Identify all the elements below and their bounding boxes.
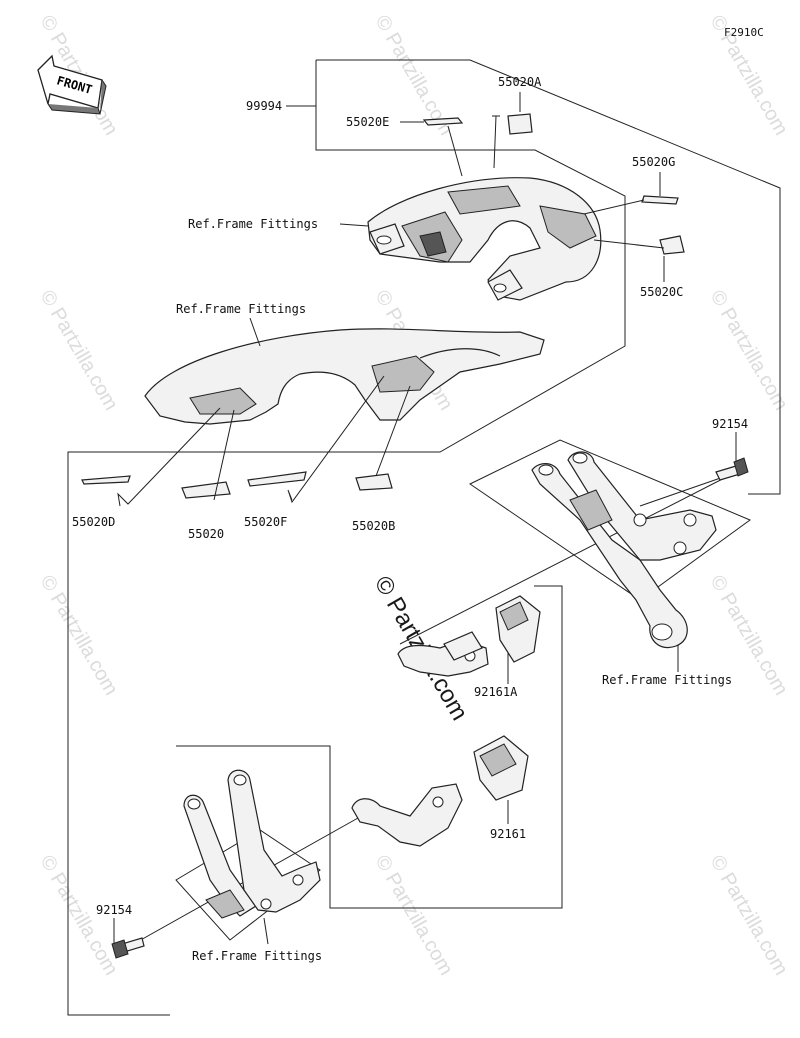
watermark: © Partzilla.com (706, 287, 792, 415)
bolt-left (111, 937, 145, 959)
slider-bracket (176, 585, 563, 909)
label-55020g: 55020G (632, 155, 675, 169)
slider-bracket-lower (351, 783, 463, 847)
watermark: © Partzilla.com (36, 287, 122, 415)
label-ref-frame-fittings-3: Ref.Frame Fittings (602, 673, 732, 687)
decal-55020c (659, 235, 685, 255)
fitting-outline-right (469, 439, 752, 601)
label-55020e: 55020E (346, 115, 389, 129)
label-55020a: 55020A (498, 75, 542, 89)
label-ref-frame-fittings-2: Ref.Frame Fittings (176, 302, 306, 316)
decal-55020d (81, 475, 131, 485)
fitting-outline-left (175, 829, 321, 941)
label-55020c: 55020C (640, 285, 683, 299)
label-92161: 92161 (490, 827, 526, 841)
watermark: © Partzilla.com (36, 572, 122, 700)
seat-cover (144, 328, 545, 425)
kit-bracket (67, 59, 781, 1016)
slider (473, 735, 529, 801)
front-arrow: FRONT (37, 54, 107, 115)
label-55020f: 55020F (244, 515, 287, 529)
diagram-code: F2910C (724, 26, 764, 39)
label-55020b: 55020B (352, 519, 395, 533)
slider-a (495, 595, 541, 663)
tail-cowl (367, 177, 602, 301)
decals (81, 113, 685, 499)
decal-55020g (641, 195, 679, 205)
label-92154-left: 92154 (96, 903, 132, 917)
label-99994: 99994 (246, 99, 282, 113)
label-55020: 55020 (188, 527, 224, 541)
label-ref-frame-fittings-1: Ref.Frame Fittings (188, 217, 318, 231)
label-55020d: 55020D (72, 515, 115, 529)
part-labels: 99994 55020A 55020E 55020G 55020C Ref.Fr… (72, 75, 748, 963)
bolt-right (715, 457, 749, 481)
watermark: © Partzilla.com (371, 852, 457, 980)
right-frame-fitting (531, 451, 717, 649)
label-92161a: 92161A (474, 685, 518, 699)
watermark: © Partzilla.com (706, 852, 792, 980)
decal-55020e (422, 117, 464, 126)
decal-55020a (507, 113, 533, 135)
decal-55020 (181, 481, 231, 499)
slider-bracket-a (397, 631, 489, 677)
left-frame-fitting (183, 769, 321, 919)
decal-55020f (247, 471, 307, 487)
label-ref-frame-fittings-4: Ref.Frame Fittings (192, 949, 322, 963)
decal-55020b (355, 473, 393, 491)
label-92154-right: 92154 (712, 417, 748, 431)
